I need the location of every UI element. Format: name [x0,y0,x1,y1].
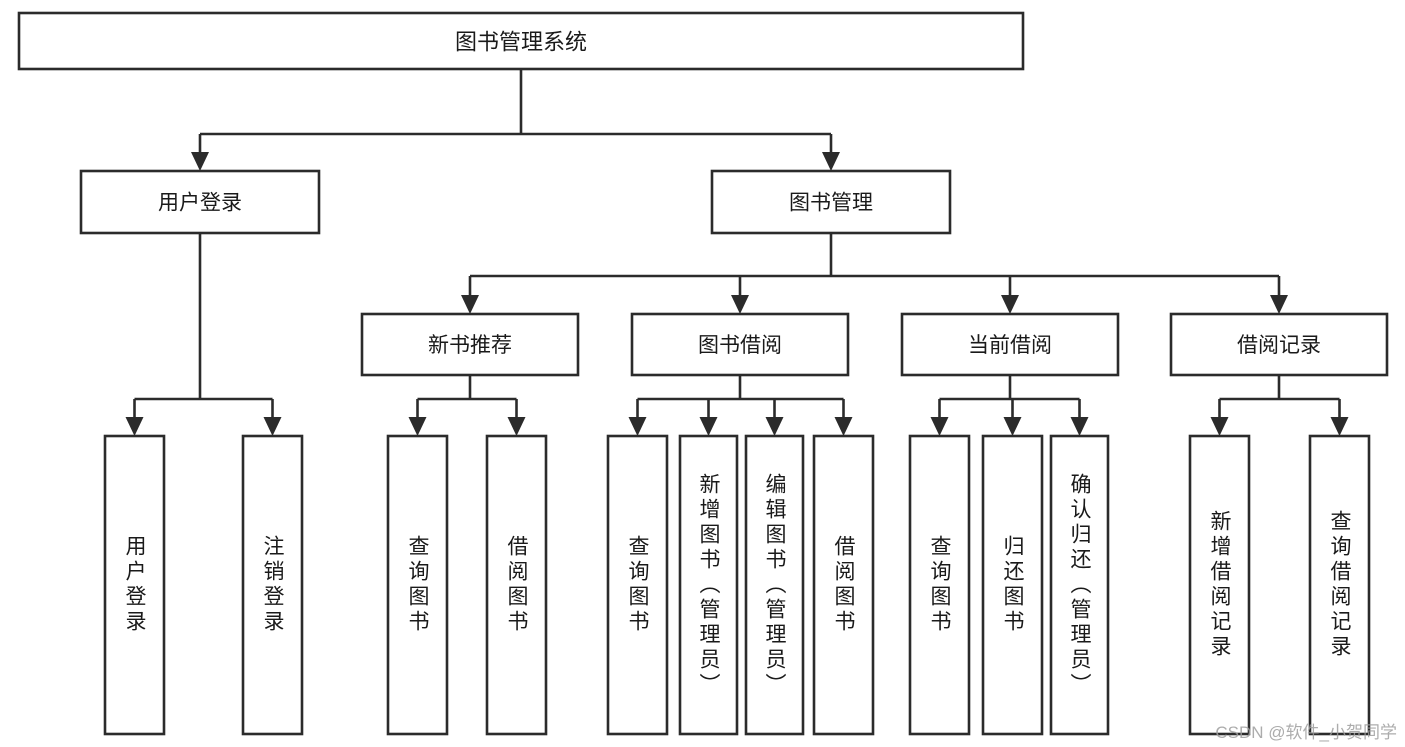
arrowhead-mgmt-to-level3-2 [1001,295,1019,314]
node-level3-0[interactable] [360,312,580,377]
node-level2-1[interactable] [710,169,952,235]
arrowhead-to-leaf-2-0 [628,417,647,436]
arrowhead-mgmt-to-level3-0 [461,295,479,314]
arrowhead-mgmt-to-level3-3 [1270,295,1288,314]
node-level3-label-1: 图书借阅 [698,334,782,357]
node-leaf-7[interactable] [812,434,875,736]
arrowhead-to-leaf-4-1 [1330,417,1349,436]
watermark-text: CSDN @软件_小贺同学 [1215,723,1397,742]
node-level3-label-2: 当前借阅 [968,334,1052,357]
node-boxes-group [17,11,1389,736]
node-leaf-2[interactable] [386,434,449,736]
node-level2-label-1: 图书管理 [789,192,873,215]
node-leaf-12[interactable] [1308,434,1371,736]
node-leaf-0[interactable] [103,434,166,736]
node-level3-label-0: 新书推荐 [428,334,512,357]
arrowhead-root-to-level2-1 [822,152,840,171]
node-level3-1[interactable] [630,312,850,377]
node-leaf-6[interactable] [744,434,805,736]
node-leaf-8[interactable] [908,434,971,736]
node-leaf-3[interactable] [485,434,548,736]
arrowhead-to-leaf-0-1 [263,417,282,436]
arrowhead-to-leaf-3-1 [1003,417,1022,436]
node-level2-0[interactable] [79,169,321,235]
arrowhead-to-leaf-3-0 [930,417,949,436]
arrowhead-to-leaf-3-2 [1070,417,1089,436]
node-level2-label-0: 用户登录 [158,192,242,215]
node-leaf-9[interactable] [981,434,1044,736]
arrowhead-root-to-level2-0 [191,152,209,171]
arrowhead-to-leaf-2-3 [834,417,853,436]
node-leaf-11[interactable] [1188,434,1251,736]
arrowhead-mgmt-to-level3-1 [731,295,749,314]
arrowhead-to-leaf-0-0 [125,417,144,436]
node-leaf-10[interactable] [1049,434,1110,736]
arrowhead-to-leaf-4-0 [1210,417,1229,436]
node-level3-3[interactable] [1169,312,1389,377]
node-root-label: 图书管理系统 [455,30,587,55]
node-level3-label-3: 借阅记录 [1237,334,1321,357]
node-root[interactable] [17,11,1025,71]
connector-lines-group [125,69,1349,436]
node-level3-2[interactable] [900,312,1120,377]
node-leaf-4[interactable] [606,434,669,736]
node-leaf-1[interactable] [241,434,304,736]
arrowhead-to-leaf-2-2 [765,417,784,436]
arrowhead-to-leaf-1-0 [408,417,427,436]
arrowhead-to-leaf-1-1 [507,417,526,436]
arrowhead-to-leaf-2-1 [699,417,718,436]
node-leaf-5[interactable] [678,434,739,736]
